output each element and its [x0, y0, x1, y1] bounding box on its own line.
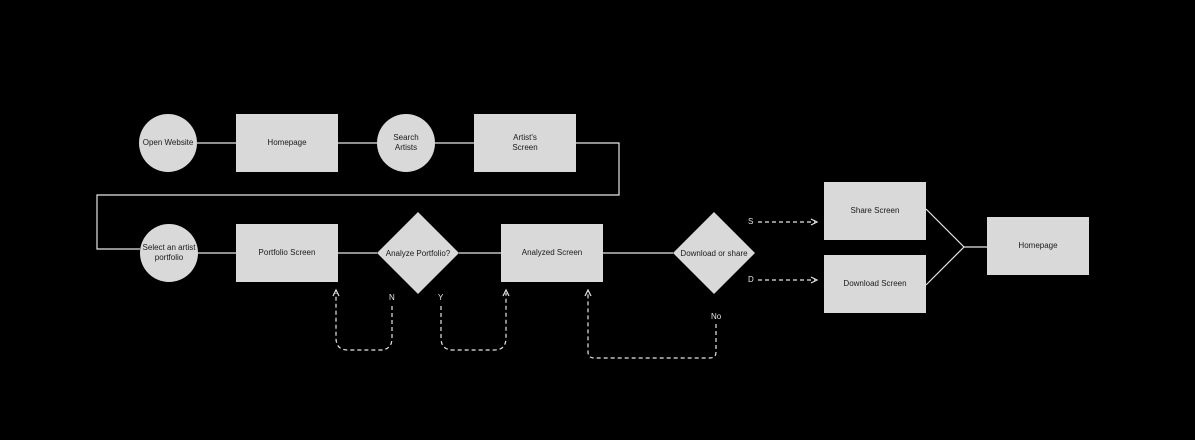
node-homepage-1-label: Homepage [267, 138, 307, 148]
node-download-screen: Download Screen [824, 255, 926, 313]
edge-label-n: N [389, 293, 395, 302]
node-portfolio-screen-label: Portfolio Screen [258, 248, 316, 258]
node-portfolio-screen: Portfolio Screen [236, 224, 338, 282]
node-download-or-share: Download or share [672, 211, 756, 295]
edge-no-loop [587, 293, 717, 359]
edge-n-loop [335, 293, 393, 351]
edge-label-d: D [748, 275, 754, 284]
node-analyze-portfolio: Analyze Portfolio? [376, 211, 460, 295]
node-homepage-2: Homepage [987, 217, 1089, 275]
node-analyzed-screen-label: Analyzed Screen [521, 248, 583, 258]
node-analyze-portfolio-label: Analyze Portfolio? [385, 248, 451, 258]
edge-label-no: No [711, 312, 722, 321]
arrowhead-s [810, 218, 819, 226]
node-homepage-2-label: Homepage [1018, 241, 1058, 251]
arrowhead-no [584, 288, 592, 297]
node-artists-screen: Artist's Screen [474, 114, 576, 172]
node-select-artist-portfolio-label: Select an artist portfolio [142, 243, 196, 262]
node-homepage-1: Homepage [236, 114, 338, 172]
node-select-artist-portfolio: Select an artist portfolio [140, 224, 198, 282]
arrowhead-y [502, 288, 510, 297]
edge-merge [925, 208, 965, 286]
edge-label-y: Y [438, 293, 444, 302]
node-share-screen-label: Share Screen [850, 206, 900, 216]
arrowhead-d [810, 276, 819, 284]
node-search-artists: Search Artists [377, 114, 435, 172]
node-download-or-share-label: Download or share [680, 248, 748, 258]
edge-artists-to-select [96, 142, 620, 250]
node-download-screen-label: Download Screen [843, 279, 907, 289]
edge-label-s: S [748, 217, 754, 226]
node-analyzed-screen: Analyzed Screen [501, 224, 603, 282]
node-artists-screen-label: Artist's Screen [512, 133, 538, 152]
arrowhead-n [332, 288, 340, 297]
edge-y-path [440, 293, 507, 351]
node-open-website: Open Website [139, 114, 197, 172]
node-search-artists-label: Search Artists [393, 133, 419, 152]
node-open-website-label: Open Website [142, 138, 194, 148]
node-share-screen: Share Screen [824, 182, 926, 240]
